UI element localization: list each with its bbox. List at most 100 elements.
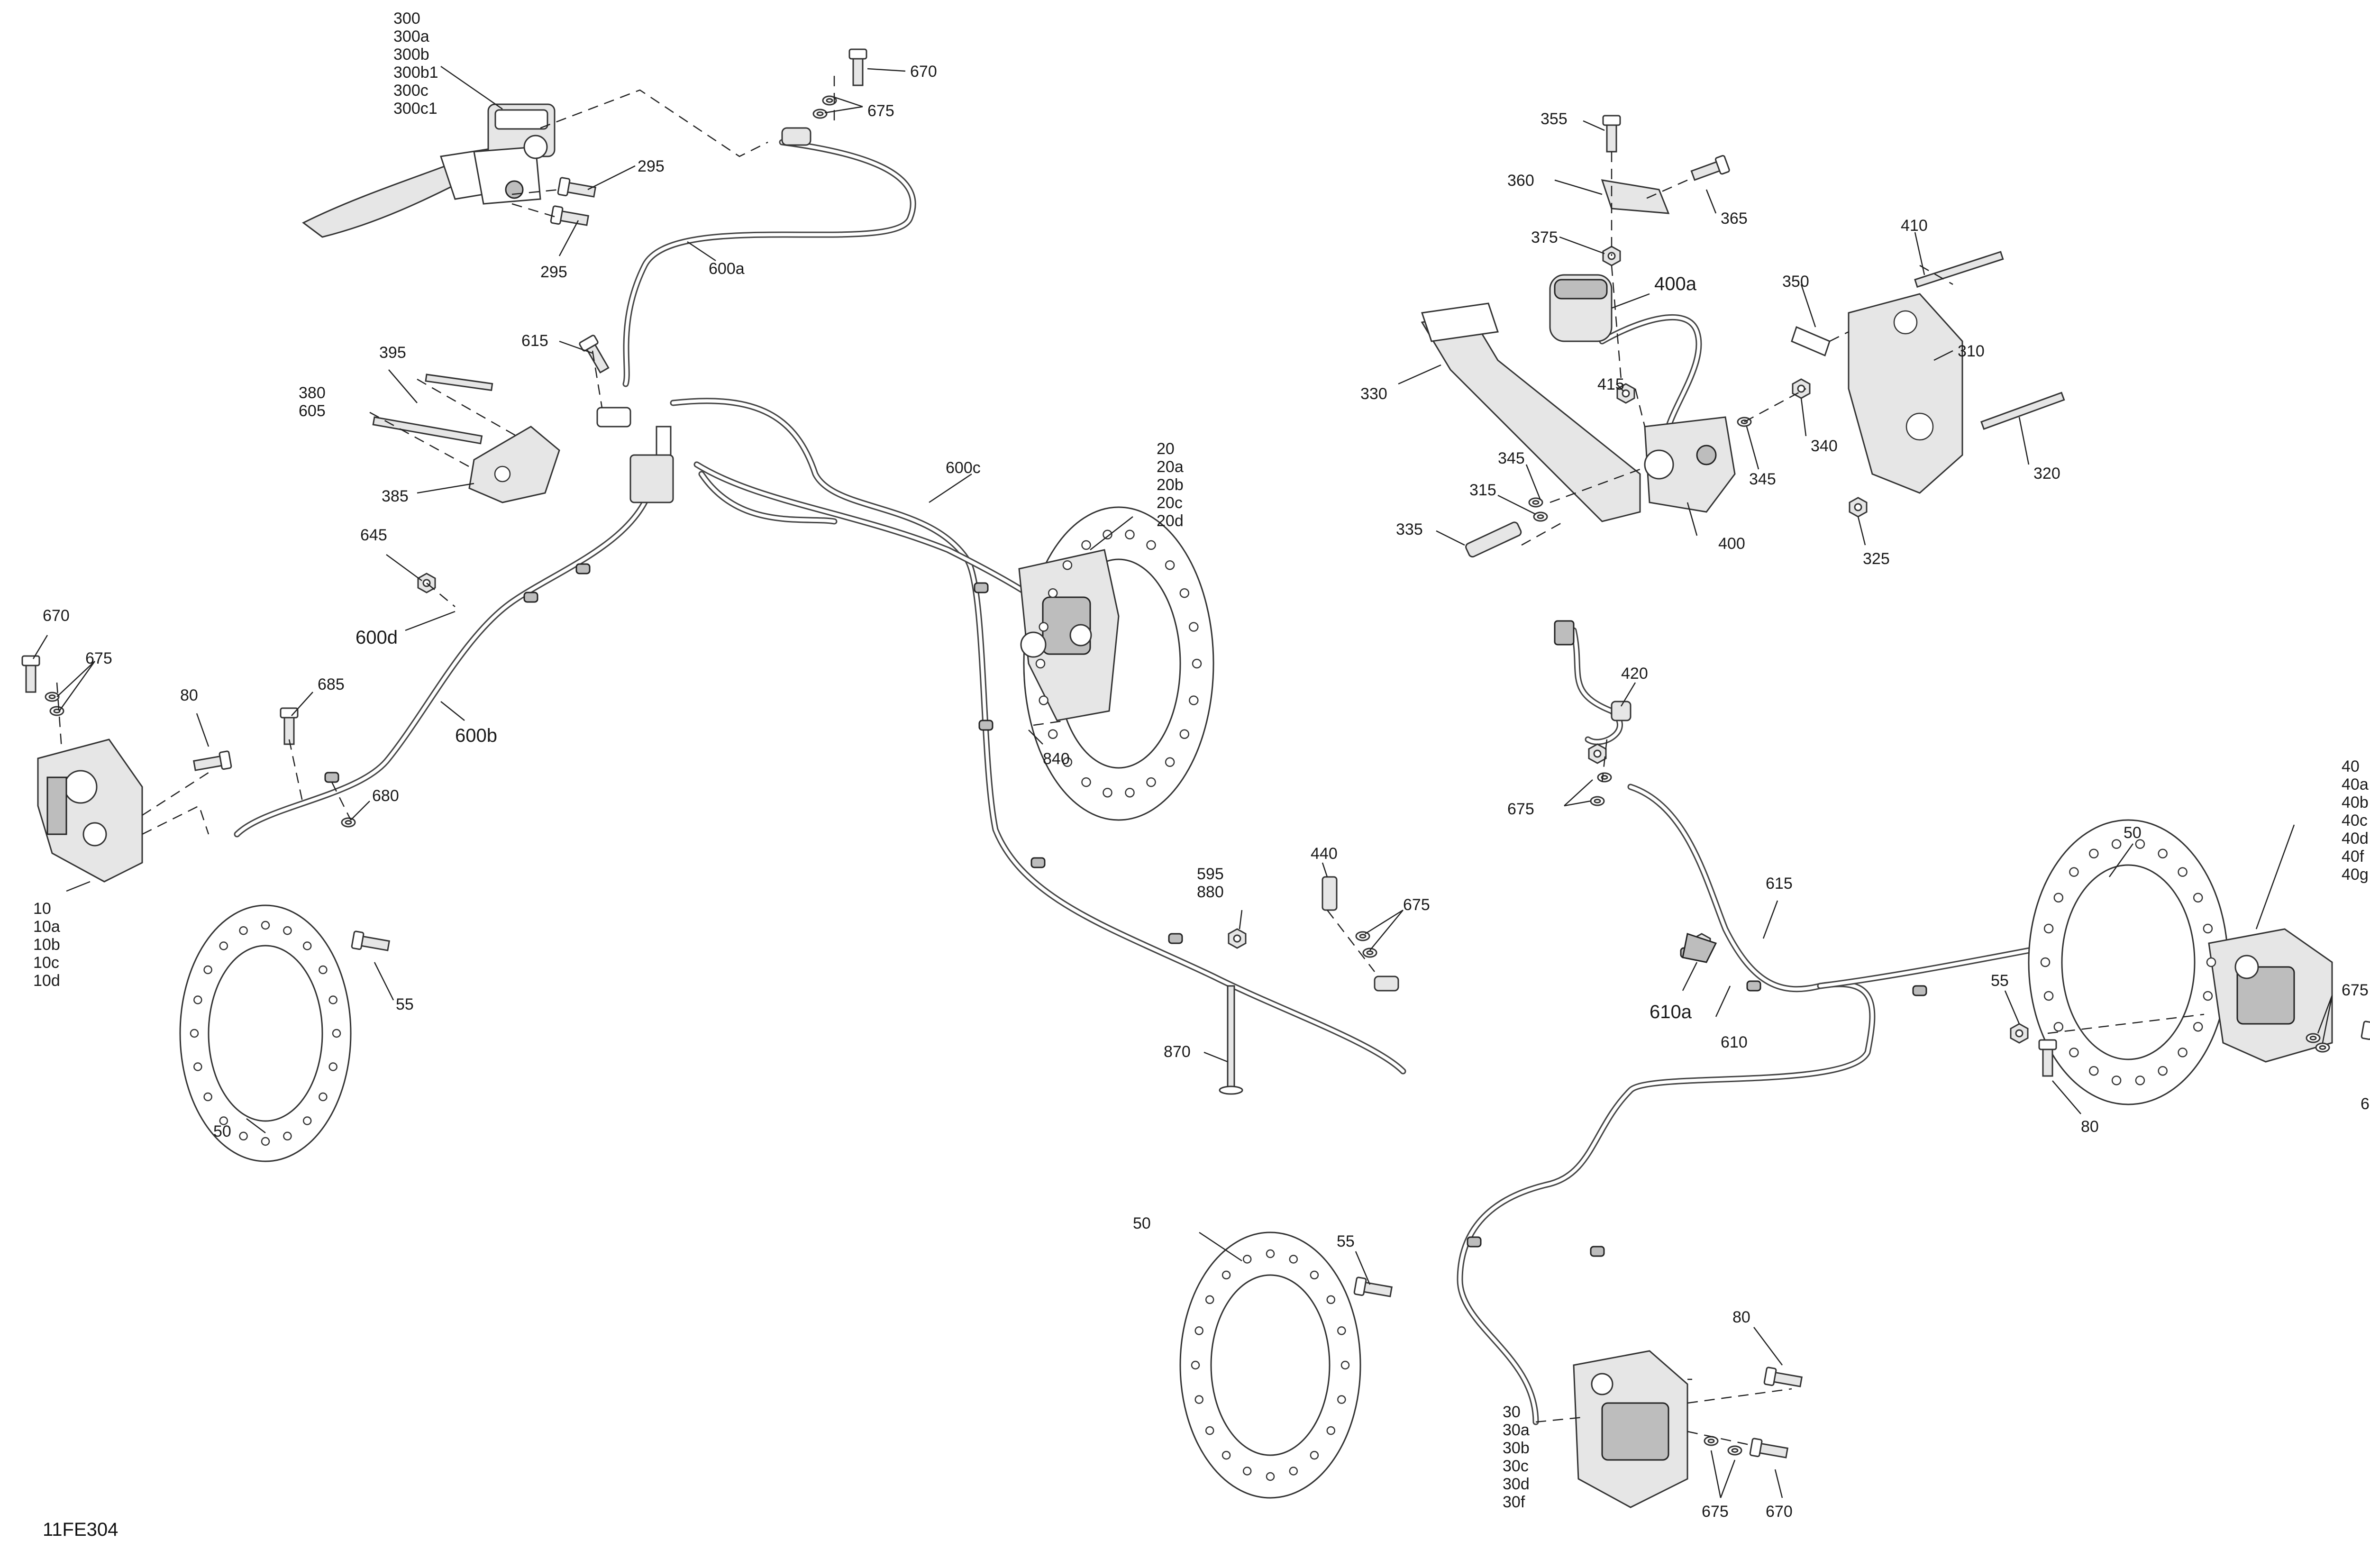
disc-hole bbox=[2043, 923, 2054, 934]
disc-hole bbox=[2178, 1048, 2188, 1057]
disc-hole bbox=[1326, 1295, 1336, 1304]
callout-30: 30 bbox=[1503, 1403, 1521, 1421]
disc-vent-holes bbox=[1191, 1249, 1350, 1481]
callout-400a: 400a bbox=[1654, 273, 1697, 294]
callout-395: 395 bbox=[379, 344, 406, 362]
disc-hole bbox=[1194, 1395, 1203, 1404]
callout-400: 400 bbox=[1718, 535, 1745, 553]
disc-hole bbox=[302, 941, 312, 950]
disc-hole bbox=[1125, 529, 1135, 540]
callout-50-right: 50 bbox=[2124, 824, 2142, 842]
callout-685: 685 bbox=[318, 675, 345, 693]
rear-brake-disc-bottom bbox=[1179, 1231, 1361, 1499]
callout-610a: 610a bbox=[1650, 1002, 1692, 1022]
disc-hole bbox=[1205, 1295, 1214, 1304]
disc-hole bbox=[2053, 1021, 2064, 1032]
disc-hole bbox=[2089, 1066, 2099, 1076]
disc-hole bbox=[1189, 622, 1199, 632]
callout-80-right: 80 bbox=[2081, 1118, 2099, 1136]
disc-hole bbox=[2069, 867, 2079, 877]
disc-hole bbox=[2206, 957, 2216, 967]
leader-lines bbox=[32, 65, 2333, 1498]
callout-300b: 300b bbox=[393, 46, 429, 64]
rear-right-brake-disc bbox=[2028, 819, 2229, 1105]
callout-40f: 40f bbox=[2342, 848, 2364, 866]
front-left-caliper bbox=[37, 738, 143, 883]
callout-595: 595 bbox=[1197, 865, 1224, 883]
disc-hole bbox=[261, 921, 270, 930]
disc-vent-holes bbox=[1035, 529, 1202, 798]
callout-30b: 30b bbox=[1503, 1439, 1530, 1457]
disc-hole bbox=[2135, 839, 2145, 849]
callout-870: 870 bbox=[1164, 1043, 1191, 1061]
callout-80-left: 80 bbox=[180, 686, 198, 704]
disc-hole bbox=[1081, 540, 1091, 550]
disc-hole bbox=[1189, 695, 1199, 705]
callout-20d: 20d bbox=[1157, 512, 1184, 530]
pedal-master-cylinder bbox=[1644, 416, 1736, 513]
disc-hole bbox=[1179, 729, 1190, 739]
disc-hole bbox=[2043, 991, 2054, 1001]
callout-675-far: 675 bbox=[2342, 981, 2369, 999]
callout-675-top: 675 bbox=[867, 102, 894, 120]
pedal-bracket bbox=[1848, 293, 1963, 494]
disc-vent-holes bbox=[190, 921, 341, 1146]
callout-40c: 40c bbox=[2342, 811, 2368, 830]
callout-30a: 30a bbox=[1503, 1421, 1530, 1439]
callout-300: 300 bbox=[393, 9, 420, 27]
callout-600a: 600a bbox=[709, 260, 745, 278]
callout-340: 340 bbox=[1811, 437, 1838, 455]
disc-hole bbox=[2178, 867, 2188, 877]
callout-330: 330 bbox=[1360, 385, 1387, 403]
disc-hole bbox=[328, 995, 337, 1004]
disc-hole bbox=[219, 1116, 228, 1125]
disc-hole bbox=[239, 926, 248, 935]
disc-hole bbox=[1035, 658, 1046, 669]
callout-440: 440 bbox=[1311, 845, 1338, 863]
disc-hole bbox=[1337, 1326, 1346, 1335]
disc-hole bbox=[2158, 1066, 2168, 1076]
callout-420: 420 bbox=[1621, 665, 1648, 683]
disc-hole bbox=[190, 1029, 199, 1038]
callout-310: 310 bbox=[1958, 342, 1985, 360]
disc-hole bbox=[2040, 957, 2051, 967]
disc-hole bbox=[283, 1131, 292, 1141]
disc-hole bbox=[1081, 777, 1091, 787]
disc-hole bbox=[2111, 1076, 2122, 1085]
callout-675-mid: 675 bbox=[1403, 896, 1430, 914]
callout-675-bottom: 675 bbox=[1702, 1503, 1729, 1521]
callout-325: 325 bbox=[1863, 550, 1890, 568]
callout-335: 335 bbox=[1396, 520, 1423, 538]
callout-10a: 10a bbox=[33, 918, 60, 936]
mid-fittings bbox=[1219, 876, 1399, 1095]
callout-295-lower: 295 bbox=[540, 263, 567, 281]
callout-350: 350 bbox=[1782, 273, 1809, 291]
disc-hole bbox=[219, 941, 228, 950]
disc-hole bbox=[1039, 695, 1048, 705]
front-right-caliper bbox=[1018, 549, 1120, 721]
bracket-385 bbox=[372, 374, 560, 503]
callout-50-bottom: 50 bbox=[1133, 1214, 1151, 1232]
disc-hole bbox=[1179, 588, 1190, 598]
disc-hole bbox=[1205, 1426, 1214, 1435]
callout-30f: 30f bbox=[1503, 1493, 1525, 1511]
disc-hole bbox=[319, 1092, 328, 1102]
brake-reservoir bbox=[1549, 274, 1613, 342]
callout-675-left: 675 bbox=[85, 649, 112, 667]
disc-hole bbox=[2203, 923, 2213, 934]
disc-hole bbox=[261, 1137, 270, 1146]
callout-345-left: 345 bbox=[1498, 449, 1525, 467]
callout-30d: 30d bbox=[1503, 1475, 1530, 1493]
disc-hole bbox=[1221, 1270, 1231, 1280]
callout-320: 320 bbox=[2033, 465, 2060, 483]
disc-hole bbox=[193, 1062, 202, 1071]
callout-365: 365 bbox=[1721, 210, 1748, 228]
callout-315: 315 bbox=[1469, 481, 1496, 499]
disc-hole bbox=[203, 1092, 212, 1102]
callout-300b1: 300b1 bbox=[393, 64, 438, 82]
disc-hole bbox=[1062, 560, 1073, 570]
callout-295-upper: 295 bbox=[638, 157, 665, 175]
callout-645: 645 bbox=[360, 526, 387, 544]
assembly-lines bbox=[56, 76, 2205, 1447]
